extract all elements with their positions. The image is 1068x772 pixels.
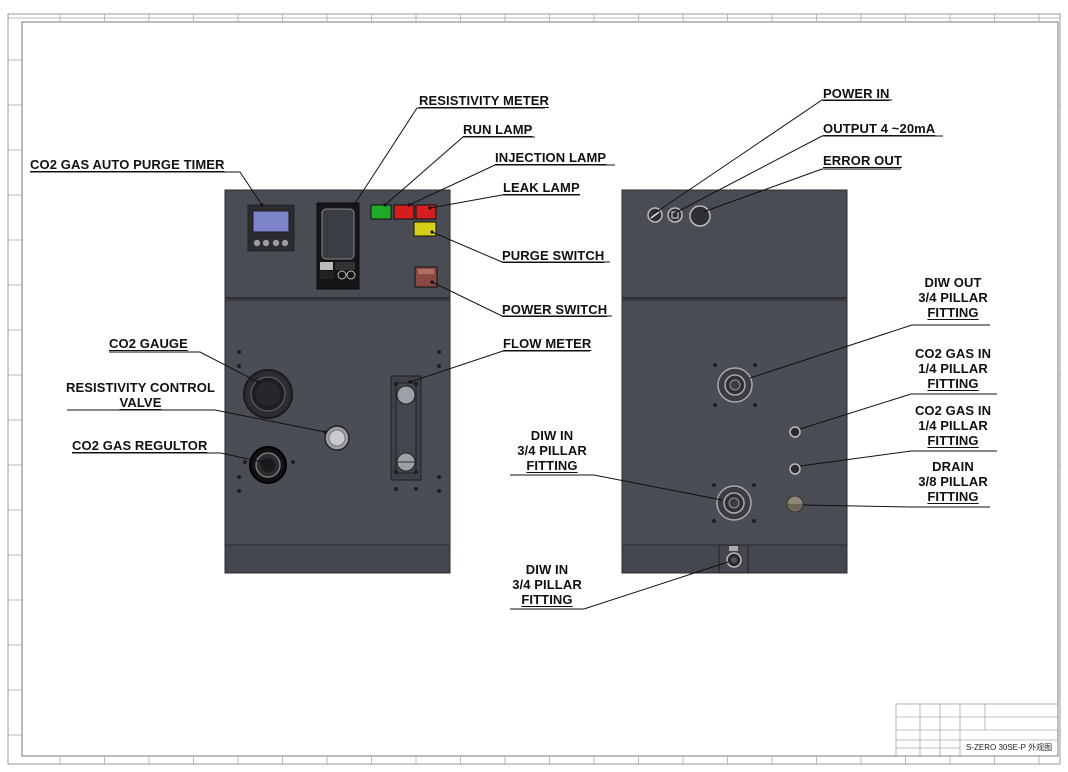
label-resistivity-meter: RESISTIVITY METER — [419, 93, 550, 108]
co2-gas-in-fitting-a — [789, 426, 801, 438]
label-co2-purge-timer: CO2 GAS AUTO PURGE TIMER — [30, 157, 225, 172]
resistivity-control-valve — [324, 425, 350, 451]
label-co2-gas-in-a-line3: FITTING — [927, 376, 979, 391]
leader-arrows — [256, 203, 434, 464]
mount-hole — [713, 403, 717, 407]
label-run-lamp: RUN LAMP — [463, 122, 533, 137]
mount-hole — [414, 382, 418, 386]
mount-hole — [243, 460, 247, 464]
label-leak-lamp: LEAK LAMP — [503, 180, 580, 195]
mount-hole — [394, 382, 398, 386]
diw-out-fitting — [717, 367, 753, 403]
power-switch — [414, 266, 438, 288]
run-lamp — [370, 204, 392, 220]
error-out-connector — [689, 205, 711, 227]
zone-ticks — [8, 14, 1060, 764]
label-drain-line3: FITTING — [927, 489, 979, 504]
mount-hole — [712, 519, 716, 523]
mount-hole — [394, 470, 398, 474]
mount-hole — [713, 363, 717, 367]
drain-fitting — [786, 495, 804, 513]
label-diw-in-a-line3: FITTING — [526, 458, 578, 473]
label-error-out: ERROR OUT — [823, 153, 902, 168]
label-injection-lamp: INJECTION LAMP — [495, 150, 607, 165]
mount-hole — [394, 487, 398, 491]
mount-hole — [237, 489, 241, 493]
back-mount-holes — [712, 363, 757, 523]
title-block-drawing-name: S-ZERO 30SE-P 外观图 — [966, 743, 1053, 752]
title-block — [895, 703, 1059, 757]
mount-hole — [291, 460, 295, 464]
mount-hole — [712, 483, 716, 487]
front-mount-holes — [237, 350, 441, 493]
label-diw-in-a-line2: 3/4 PILLAR — [517, 443, 587, 458]
label-diw-out: DIW OUT 3/4 PILLAR FITTING — [912, 275, 994, 320]
label-drain-line2: 3/8 PILLAR — [918, 474, 988, 489]
co2-regulator — [249, 446, 287, 484]
label-resistivity-control-valve: RESISTIVITY CONTROL VALVE — [66, 380, 215, 410]
label-co2-gas-in-b-line2: 1/4 PILLAR — [918, 418, 988, 433]
diw-in-fitting — [716, 485, 752, 521]
label-diw-in-b-line2: 3/4 PILLAR — [512, 577, 582, 592]
mount-hole — [753, 363, 757, 367]
mount-hole — [437, 364, 441, 368]
mount-hole — [237, 475, 241, 479]
label-purge-switch: PURGE SWITCH — [502, 248, 605, 263]
mount-hole — [752, 483, 756, 487]
label-co2-gas-in-a-line2: 1/4 PILLAR — [918, 361, 988, 376]
mount-hole — [414, 470, 418, 474]
flow-meter — [390, 375, 422, 481]
label-output: OUTPUT 4 ~20mA — [823, 121, 936, 136]
label-co2-gauge: CO2 GAUGE — [109, 336, 188, 351]
label-co2-gas-in-b-line3: FITTING — [927, 433, 979, 448]
drawing-border — [7, 13, 1061, 765]
mount-hole — [753, 403, 757, 407]
label-drain-line1: DRAIN — [932, 459, 974, 474]
co2-purge-timer — [247, 204, 295, 252]
label-co2-regulator: CO2 GAS REGULTOR — [72, 438, 208, 453]
mount-hole — [437, 475, 441, 479]
label-co2-gas-in-b-line1: CO2 GAS IN — [914, 403, 992, 418]
mount-hole — [237, 364, 241, 368]
label-diw-in-b-line3: FITTING — [521, 592, 573, 607]
resistivity-meter — [316, 202, 360, 290]
co2-gas-in-fitting-b — [789, 463, 801, 475]
mount-hole — [752, 519, 756, 523]
label-power-in: POWER IN — [823, 86, 890, 101]
label-diw-in-b-line1: DIW IN — [525, 562, 569, 577]
mount-hole — [437, 350, 441, 354]
mount-hole — [414, 487, 418, 491]
label-drain: DRAIN 3/8 PILLAR FITTING — [912, 459, 994, 504]
label-flow-meter: FLOW METER — [503, 336, 592, 351]
label-diw-out-line1: DIW OUT — [924, 275, 982, 290]
power-in-connector — [647, 207, 663, 223]
co2-gauge — [243, 369, 293, 419]
label-co2-gas-in-a: CO2 GAS IN 1/4 PILLAR FITTING — [906, 346, 1000, 391]
label-resistivity-control-valve-line2: VALVE — [119, 395, 162, 410]
label-power-switch: POWER SWITCH — [502, 302, 608, 317]
injection-lamp — [393, 204, 415, 220]
label-resistivity-control-valve-line1: RESISTIVITY CONTROL — [66, 380, 216, 395]
leader-lines — [30, 99, 997, 610]
label-co2-gas-in-b: CO2 GAS IN 1/4 PILLAR FITTING — [906, 403, 1000, 448]
label-diw-in-a: DIW IN 3/4 PILLAR FITTING — [506, 428, 598, 473]
label-co2-gas-in-a-line1: CO2 GAS IN — [914, 346, 992, 361]
label-diw-in-b: DIW IN 3/4 PILLAR FITTING — [506, 562, 588, 607]
mount-hole — [237, 350, 241, 354]
mount-hole — [437, 489, 441, 493]
label-diw-out-line3: FITTING — [927, 305, 979, 320]
label-diw-out-line2: 3/4 PILLAR — [918, 290, 988, 305]
label-diw-in-a-line1: DIW IN — [530, 428, 574, 443]
purge-switch — [413, 221, 437, 237]
bottom-diw-in-fitting — [718, 544, 749, 574]
